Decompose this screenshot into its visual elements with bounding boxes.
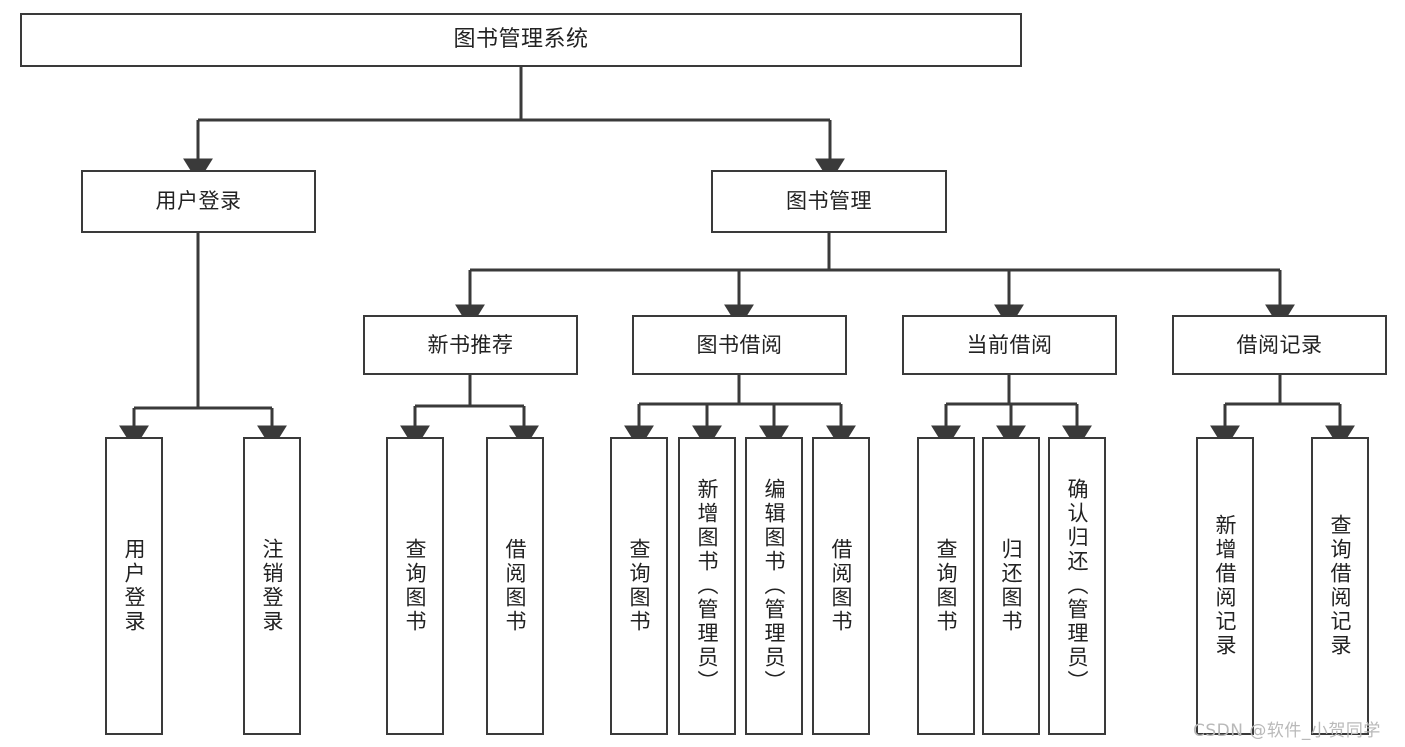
leaf-book-borrow-borrow-book[interactable]: 借阅图书 bbox=[812, 437, 870, 735]
node-borrow-record[interactable]: 借阅记录 bbox=[1172, 315, 1387, 375]
node-label: 查询图书 bbox=[403, 538, 428, 634]
node-book-management[interactable]: 图书管理 bbox=[711, 170, 947, 233]
node-label: 图书管理系统 bbox=[453, 27, 589, 53]
node-book-borrow[interactable]: 图书借阅 bbox=[632, 315, 847, 375]
node-label: 归还图书 bbox=[999, 538, 1024, 634]
node-label: 借阅图书 bbox=[829, 538, 854, 634]
node-label: 查询图书 bbox=[934, 538, 959, 634]
leaf-user-login-logout[interactable]: 注销登录 bbox=[243, 437, 301, 735]
node-label: 用户登录 bbox=[122, 538, 147, 634]
node-current-borrow[interactable]: 当前借阅 bbox=[902, 315, 1117, 375]
node-user-login[interactable]: 用户登录 bbox=[81, 170, 316, 233]
leaf-book-borrow-query-book[interactable]: 查询图书 bbox=[610, 437, 668, 735]
node-label: 新增图书（管理员） bbox=[695, 478, 720, 694]
leaf-current-borrow-confirm-return-admin[interactable]: 确认归还（管理员） bbox=[1048, 437, 1106, 735]
leaf-new-book-query-book[interactable]: 查询图书 bbox=[386, 437, 444, 735]
node-label: 查询借阅记录 bbox=[1328, 514, 1353, 658]
node-label: 用户登录 bbox=[155, 189, 242, 214]
leaf-book-borrow-add-book-admin[interactable]: 新增图书（管理员） bbox=[678, 437, 736, 735]
node-label: 借阅记录 bbox=[1236, 332, 1323, 357]
node-label: 注销登录 bbox=[260, 538, 285, 634]
leaf-borrow-record-query-record[interactable]: 查询借阅记录 bbox=[1311, 437, 1369, 735]
node-book-management-system[interactable]: 图书管理系统 bbox=[20, 13, 1022, 67]
leaf-new-book-borrow-book[interactable]: 借阅图书 bbox=[486, 437, 544, 735]
leaf-user-login-login[interactable]: 用户登录 bbox=[105, 437, 163, 735]
csdn-watermark: CSDN @软件_小贺同学 bbox=[1193, 721, 1381, 741]
node-label: 图书管理 bbox=[786, 189, 872, 214]
node-label: 确认归还（管理员） bbox=[1065, 478, 1090, 694]
leaf-book-borrow-edit-book-admin[interactable]: 编辑图书（管理员） bbox=[745, 437, 803, 735]
leaf-current-borrow-query-book[interactable]: 查询图书 bbox=[917, 437, 975, 735]
node-label: 查询图书 bbox=[627, 538, 652, 634]
node-label: 新增借阅记录 bbox=[1213, 514, 1238, 658]
node-label: 当前借阅 bbox=[966, 332, 1053, 357]
node-label: 图书借阅 bbox=[696, 332, 783, 357]
leaf-borrow-record-add-record[interactable]: 新增借阅记录 bbox=[1196, 437, 1254, 735]
node-label: 新书推荐 bbox=[427, 332, 514, 357]
node-new-book-recommend[interactable]: 新书推荐 bbox=[363, 315, 578, 375]
node-label: 编辑图书（管理员） bbox=[762, 478, 787, 694]
leaf-current-borrow-return-book[interactable]: 归还图书 bbox=[982, 437, 1040, 735]
node-label: 借阅图书 bbox=[503, 538, 528, 634]
